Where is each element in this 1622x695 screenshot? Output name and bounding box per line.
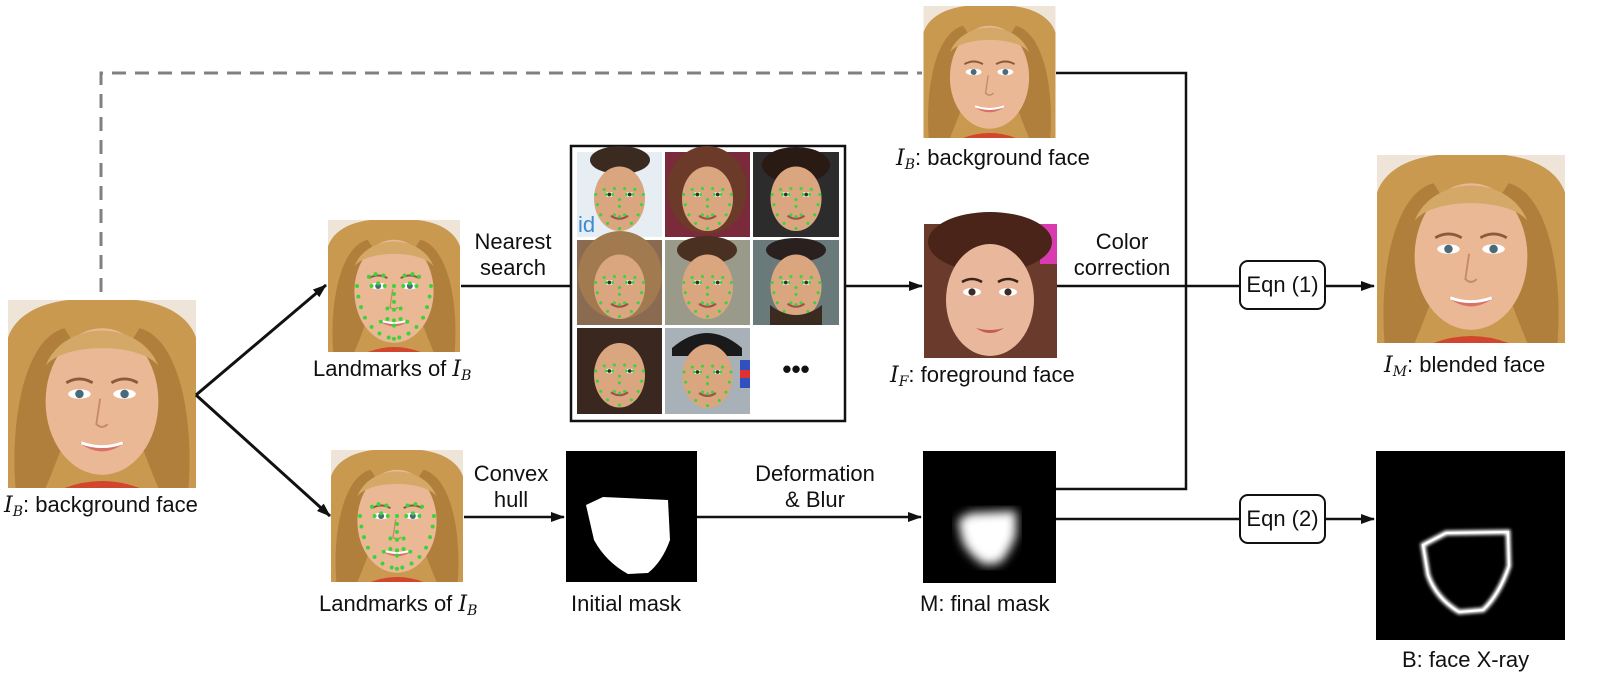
- background-face-image-top: [924, 5, 1056, 138]
- gallery-face-6: [753, 238, 839, 325]
- foreground-face-image: [924, 212, 1057, 358]
- label-face-xray: B: face X-ray: [1402, 647, 1530, 672]
- eqn2-label: Eqn (2): [1246, 506, 1319, 531]
- label-deformation-blur: Deformation & Blur: [755, 461, 875, 512]
- line-background-to-merge: [1056, 71, 1188, 491]
- final-mask-image: [923, 451, 1056, 583]
- gallery-ellipsis: •••: [782, 354, 809, 384]
- eqn2-box: Eqn (2): [1239, 494, 1326, 544]
- label-landmarks-bottom: Landmarks of IB: [319, 591, 478, 619]
- landmark-face-gallery: id: [569, 144, 847, 423]
- label-color-correction: Color correction: [1073, 229, 1171, 280]
- gallery-face-5: [665, 236, 750, 325]
- label-initial-mask: Initial mask: [571, 591, 682, 616]
- gallery-face-7: [577, 328, 662, 414]
- background-face-image-left: [8, 299, 196, 488]
- eqn1-box: Eqn (1): [1239, 260, 1326, 310]
- gallery-face-2: [665, 146, 750, 237]
- label-final-mask: M: final mask: [920, 591, 1050, 616]
- label-background-face-top: IB: background face: [896, 145, 1090, 173]
- initial-mask-image: [566, 451, 697, 582]
- landmarks-image-top: [328, 219, 460, 352]
- arrow-to-landmarks-top: [195, 283, 327, 397]
- label-foreground-face: IF: foreground face: [890, 362, 1075, 390]
- label-convex-hull: Convex hull: [473, 461, 549, 512]
- landmarks-image-bottom: [331, 449, 463, 582]
- label-background-face-left: IB: background face: [4, 492, 198, 520]
- eqn1-label: Eqn (1): [1246, 272, 1319, 297]
- label-blended-face: IM: blended face: [1384, 352, 1546, 380]
- label-landmarks-top: Landmarks of IB: [313, 356, 472, 384]
- gallery-face-1: id: [577, 146, 662, 237]
- svg-text:id: id: [578, 212, 595, 237]
- gallery-face-3: [753, 147, 839, 237]
- face-xray-image: [1376, 451, 1565, 640]
- arrow-to-landmarks-bottom: [194, 393, 332, 518]
- dashed-connector: [99, 71, 922, 292]
- label-nearest-search: Nearest search: [474, 229, 552, 280]
- gallery-face-4: [577, 231, 662, 325]
- gallery-face-8: [665, 328, 750, 414]
- blended-face-image: [1377, 154, 1565, 343]
